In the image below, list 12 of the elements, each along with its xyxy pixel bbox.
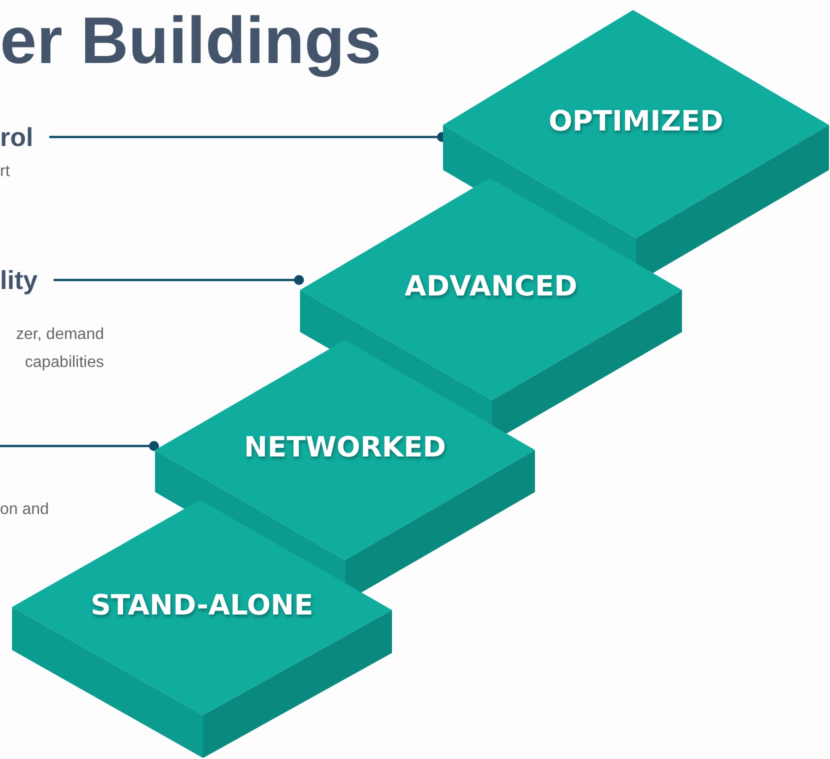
step-label: STAND-ALONE <box>90 588 314 621</box>
connector-line <box>54 275 304 285</box>
heading-text: lity <box>0 265 38 295</box>
step-label: ADVANCED <box>404 270 578 302</box>
step-label: NETWORKED <box>244 430 446 464</box>
connector-line <box>0 441 159 451</box>
note-text: on and <box>0 500 49 520</box>
step-label: OPTIMIZED <box>548 104 724 138</box>
heading-text: rol <box>0 122 34 152</box>
page-title: er Buildings <box>0 4 382 77</box>
description-text: rt <box>0 162 11 182</box>
description-text: zer, demand capabilities <box>14 325 104 373</box>
